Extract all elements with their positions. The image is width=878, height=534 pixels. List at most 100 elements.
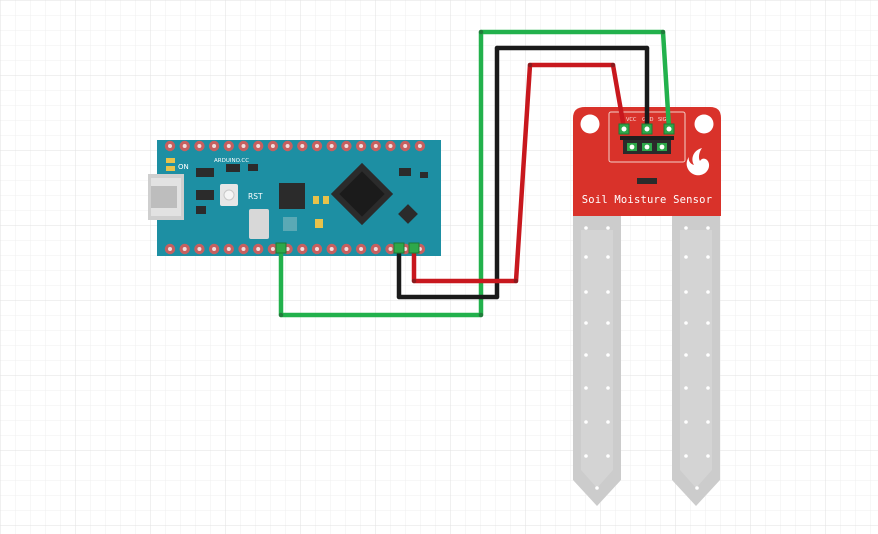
- probe-dot: [606, 454, 610, 458]
- mounting-hole-right: [694, 114, 714, 134]
- header-pad-hole: [270, 247, 275, 251]
- header-pad-hole: [256, 247, 261, 251]
- probe-dot: [684, 454, 688, 458]
- header-pad-hole: [226, 144, 231, 148]
- wire-joints: [278, 29, 666, 318]
- wires: [275, 29, 675, 318]
- connector-pins: [627, 143, 667, 151]
- wire-black[interactable]: [396, 45, 650, 300]
- probe-dot: [706, 255, 710, 259]
- soil-moisture-sensor[interactable]: VCC GND SIG Soil Moisture Sensor: [573, 107, 721, 506]
- small-component: [248, 164, 258, 171]
- regulator-chip: [196, 168, 214, 177]
- header-pad-hole: [329, 247, 334, 251]
- probe-dot: [706, 386, 710, 390]
- usb-chip: [279, 183, 305, 209]
- header-pad-hole: [182, 144, 187, 148]
- small-chip: [226, 164, 240, 172]
- probe-dot: [684, 255, 688, 259]
- small-component-4: [420, 172, 428, 178]
- pin-label-sig: SIG: [658, 117, 667, 123]
- mounting-hole-left: [580, 114, 600, 134]
- header-pad-hole: [417, 144, 422, 148]
- sensor-component: [637, 178, 657, 184]
- header-pad-hole: [270, 144, 275, 148]
- probe-dot: [606, 353, 610, 357]
- flame-logo-icon: [686, 148, 710, 176]
- diode: [196, 190, 214, 200]
- header-pad-hole: [329, 144, 334, 148]
- header-pad-hole: [344, 144, 349, 148]
- probe-dot: [684, 386, 688, 390]
- brand-label: ARDUINO.CC: [214, 158, 249, 164]
- probe-dot: [684, 353, 688, 357]
- on-label: ON: [178, 163, 189, 171]
- capacitor: [313, 196, 319, 204]
- header-pad-hole: [168, 247, 172, 251]
- probe-dot: [584, 454, 588, 458]
- connector-top: [620, 136, 674, 140]
- microcontroller-chip: [330, 162, 394, 226]
- rst-label: RST: [248, 192, 263, 201]
- sensor-probe-right: [672, 216, 720, 506]
- header-pad-hole: [373, 144, 378, 148]
- probe-dot: [706, 353, 710, 357]
- probe-dot: [706, 321, 710, 325]
- probe-dot: [584, 255, 588, 259]
- capacitor-3: [315, 219, 323, 228]
- probe-dot: [595, 486, 599, 490]
- probe-dot: [606, 386, 610, 390]
- crystal-oscillator: [249, 209, 269, 239]
- header-pad-hole: [403, 144, 408, 148]
- header-pad-hole: [388, 144, 393, 148]
- probe-dot: [684, 420, 688, 424]
- probe-dot: [584, 226, 588, 230]
- wire-end-markers: [618, 123, 675, 135]
- probe-dot: [706, 420, 710, 424]
- header-pad-hole: [241, 247, 246, 251]
- probe-dot: [684, 226, 688, 230]
- usb-port: [151, 186, 177, 208]
- header-pad-hole: [226, 247, 231, 251]
- small-component-2: [196, 206, 206, 214]
- probe-dot: [584, 353, 588, 357]
- probe-dot: [695, 486, 699, 490]
- reset-button-cap[interactable]: [223, 189, 235, 201]
- wire-red[interactable]: [411, 62, 627, 284]
- pin-label-vcc: VCC: [626, 117, 637, 123]
- header-pad-hole: [315, 247, 319, 251]
- probe-dot: [706, 226, 710, 230]
- probe-dot: [706, 290, 710, 294]
- probe-dot: [606, 255, 610, 259]
- probe-dot: [706, 454, 710, 458]
- header-pad-hole: [197, 144, 202, 148]
- probe-dot: [606, 321, 610, 325]
- header-pad-hole: [182, 247, 187, 251]
- small-chip-2: [398, 204, 418, 224]
- probe-dot: [606, 420, 610, 424]
- wire-green[interactable]: [278, 29, 672, 318]
- small-component-3: [399, 168, 411, 176]
- capacitor-2: [323, 196, 329, 204]
- header-pad-hole: [241, 144, 246, 148]
- header-pad-hole: [212, 247, 217, 251]
- probe-dot: [584, 420, 588, 424]
- header-pad-hole: [359, 247, 364, 251]
- header-pad-hole: [168, 144, 172, 148]
- header-pad-hole: [359, 144, 364, 148]
- arduino-nano[interactable]: ARDUINO.CC ON RST: [148, 140, 441, 256]
- header-pad-hole: [256, 144, 261, 148]
- header-pad-hole: [285, 144, 290, 148]
- probe-dots: [584, 226, 710, 490]
- arduino-wire-ends: [275, 242, 420, 254]
- header-pad-hole: [344, 247, 349, 251]
- header-pad-hole: [300, 144, 305, 148]
- header-pad-hole: [315, 144, 319, 148]
- probe-dot: [606, 226, 610, 230]
- probe-dot: [584, 321, 588, 325]
- probe-dot: [684, 290, 688, 294]
- probe-dot: [584, 386, 588, 390]
